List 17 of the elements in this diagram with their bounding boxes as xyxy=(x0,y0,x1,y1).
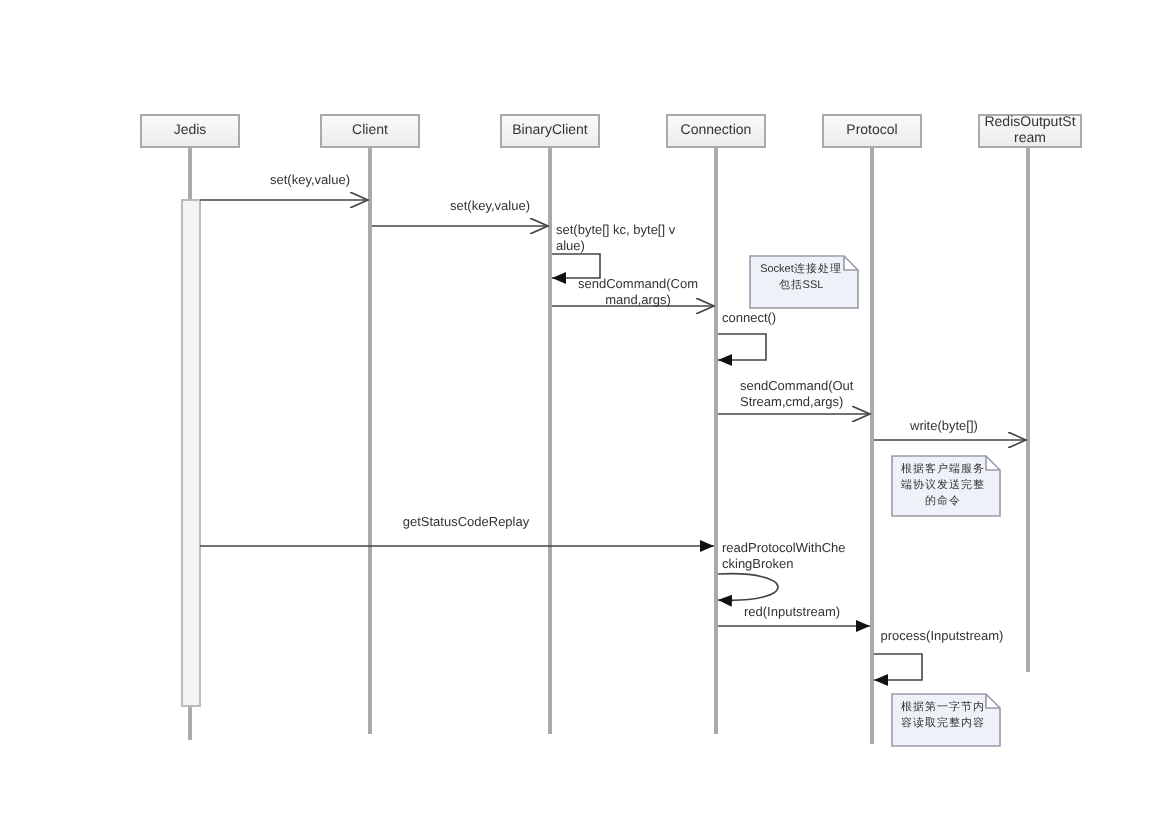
message-arrow xyxy=(873,653,923,686)
message-arrow xyxy=(717,405,871,423)
message-arrow xyxy=(717,572,779,607)
lifeline xyxy=(714,148,718,734)
activation-bar xyxy=(181,199,201,707)
message-arrow xyxy=(551,297,715,315)
message-arrow xyxy=(551,253,601,284)
message-arrow xyxy=(717,333,767,366)
lifeline xyxy=(870,148,874,744)
message-arrow xyxy=(717,620,871,632)
lifeline xyxy=(368,148,372,734)
message-arrow xyxy=(199,540,715,552)
lifeline xyxy=(1026,148,1030,672)
message-arrow xyxy=(371,217,549,235)
lifeline xyxy=(548,148,552,734)
message-arrow xyxy=(873,431,1027,449)
message-arrow xyxy=(199,191,369,209)
